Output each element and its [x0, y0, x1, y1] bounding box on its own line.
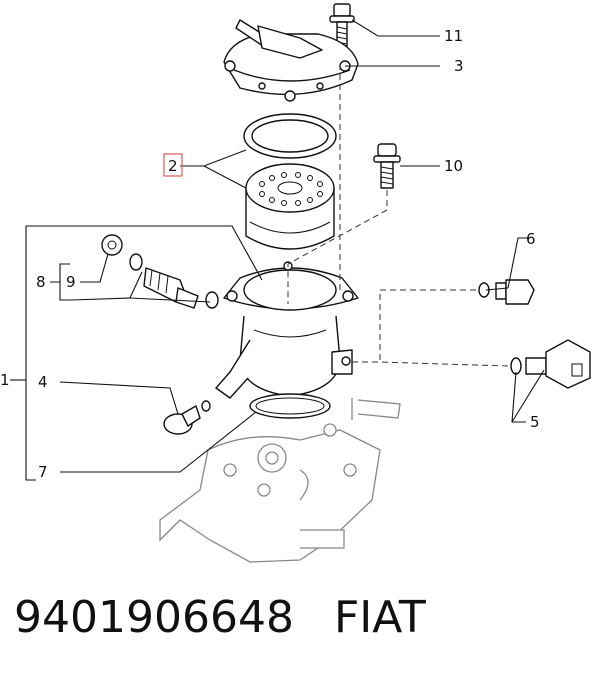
part-9-lock-washer [101, 234, 123, 256]
callout-5: 5 [530, 413, 540, 431]
mounting-bracket-ghost [159, 398, 401, 563]
callout-10: 10 [444, 157, 463, 175]
callout-2-highlight [163, 153, 183, 177]
callout-8: 8 [36, 273, 46, 291]
callout-6: 6 [526, 230, 536, 248]
callout-1: 1 [0, 371, 10, 389]
assembly-guide-lines [287, 64, 509, 367]
part-7-o-ring [249, 393, 331, 419]
part-10-bolt [373, 143, 401, 189]
callout-11: 11 [444, 27, 463, 45]
callout-9: 9 [66, 273, 76, 291]
part-6-plug [478, 279, 535, 305]
brand-name: FIAT [333, 592, 426, 643]
callout-2: 2 [168, 157, 178, 175]
part-8-sensor-assembly [101, 234, 219, 309]
callout-4: 4 [38, 373, 48, 391]
fuel-filter-exploded-diagram: 11 3 2 10 6 8 9 1 4 5 7 [0, 3, 591, 563]
part-11-bolt [329, 3, 355, 47]
part-5-water-sensor [510, 339, 591, 389]
part-3-filter-cover [223, 19, 359, 102]
callout-3: 3 [454, 57, 464, 75]
callout-7: 7 [38, 463, 48, 481]
part-4-drain-screw [163, 400, 211, 435]
leader-lines [10, 19, 545, 481]
part-2-filter-element [243, 113, 337, 250]
callout-labels: 11 3 2 10 6 8 9 1 4 5 7 [0, 27, 540, 481]
part-1-filter-housing [215, 261, 359, 399]
part-number: 9401906648 [14, 592, 294, 643]
caption: 9401906648 FIAT [14, 592, 594, 652]
